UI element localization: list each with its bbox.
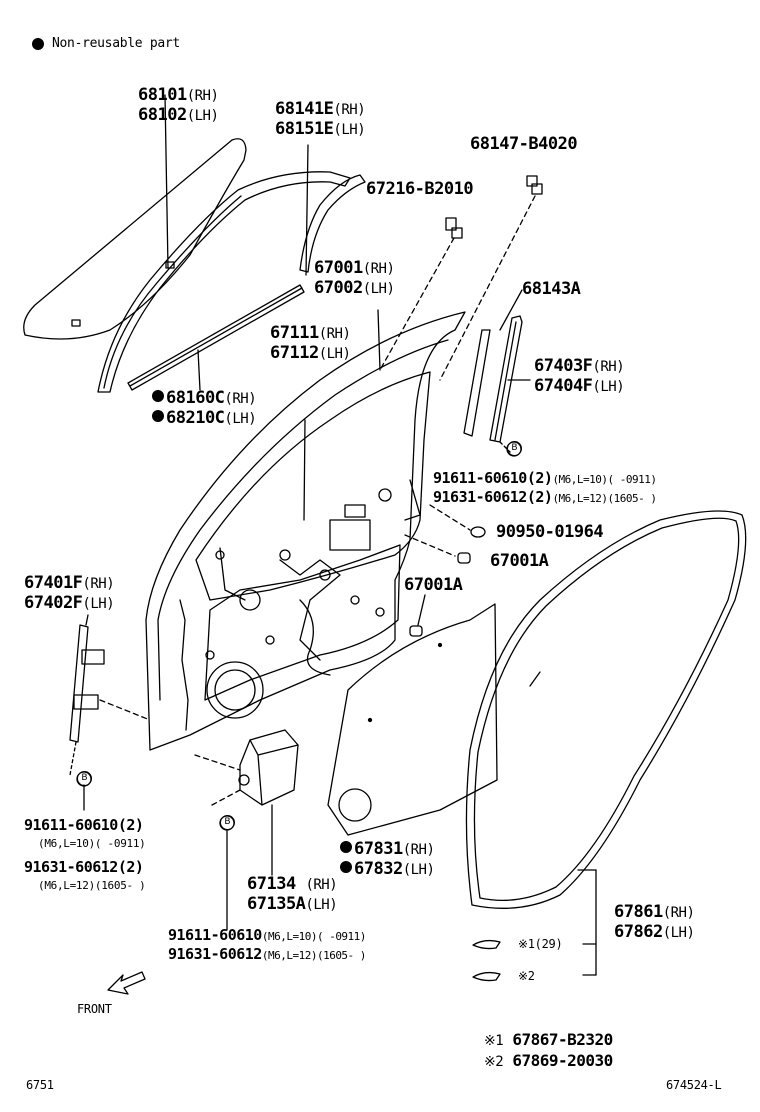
label-weatherstrip: 67861(RH) 67862(LH) xyxy=(614,902,695,942)
label-rear-frame: 67403F(RH) 67404F(LH) xyxy=(534,356,625,396)
legend-text: Non-reusable part xyxy=(52,36,180,51)
nonreusable-bullet-icon xyxy=(152,390,164,402)
grommet-part-a xyxy=(404,534,471,564)
front-arrow-icon xyxy=(107,971,146,995)
service-hole-cover xyxy=(327,603,498,836)
door-panel xyxy=(145,309,466,751)
door-weatherstrip xyxy=(465,510,747,976)
run-strip xyxy=(299,174,366,273)
nonreusable-bullet-icon xyxy=(340,841,352,853)
label-bolt-c2: 91631-60612(M6,L=12)(1605- ) xyxy=(168,945,366,963)
label-frame: 67111(RH) 67112(LH) xyxy=(270,323,351,363)
label-panel: 67001(RH) 67002(LH) xyxy=(314,258,395,298)
footer-left: 6751 xyxy=(26,1078,54,1092)
label-clip: 67216-B2010 xyxy=(366,179,474,199)
callout-b: B xyxy=(77,771,92,786)
label-glass: 68101(RH) 68102(LH) xyxy=(138,85,219,125)
label-grommet-a: 67001A xyxy=(490,551,549,571)
callout-b: B xyxy=(507,441,522,456)
clip-part xyxy=(379,217,463,371)
front-label: FRONT xyxy=(77,1002,112,1016)
nonreusable-bullet-icon xyxy=(152,410,164,422)
plug-part xyxy=(429,504,486,538)
label-clip2: ※2 xyxy=(518,969,535,983)
clip-icons xyxy=(472,939,501,982)
front-lower-frame xyxy=(69,614,151,811)
label-bolt-b2-spec: (M6,L=12)(1605- ) xyxy=(38,879,146,892)
callout-b-mid xyxy=(219,815,235,931)
label-service-cover: 67831(RH) 67832(LH) xyxy=(340,840,435,880)
door-guide xyxy=(194,729,299,876)
stopper-part xyxy=(439,175,543,381)
note-1: ※1 67867-B2320 xyxy=(484,1030,613,1049)
glass-run-channel xyxy=(97,144,351,393)
footer-right: 674524-L xyxy=(666,1078,722,1092)
door-glass xyxy=(23,94,247,340)
label-front-frame: 67401F(RH) 67402F(LH) xyxy=(24,573,115,613)
nonreusable-bullet-icon xyxy=(340,861,352,873)
label-belt-mold: 68160C(RH) 68210C(LH) xyxy=(152,389,257,429)
label-grommet-b: 67001A xyxy=(404,575,463,595)
label-bolt-b1: 91611-60610(2) xyxy=(24,816,144,834)
rear-channel xyxy=(463,289,531,453)
label-run-channel: 68141E(RH) 68151E(LH) xyxy=(275,99,366,139)
label-bolt-b2: 91631-60612(2) xyxy=(24,858,144,876)
label-bolt-a1: 91611-60610(2)(M6,L=10)( -0911) xyxy=(433,469,657,487)
label-bolt-b1-spec: (M6,L=10)( -0911) xyxy=(38,837,146,850)
label-bolt-a2: 91631-60612(2)(M6,L=12)(1605- ) xyxy=(433,488,657,506)
label-clip1: ※1(29) xyxy=(518,937,563,951)
label-rear-channel: 68143A xyxy=(522,279,581,299)
label-bolt-c1: 91611-60610(M6,L=10)( -0911) xyxy=(168,926,366,944)
label-stopper: 68147-B4020 xyxy=(470,134,578,154)
label-guide: 67134 (RH) 67135A(LH) xyxy=(247,874,338,914)
belt-molding xyxy=(127,284,305,391)
nonreusable-bullet-icon xyxy=(32,38,44,50)
callout-b: B xyxy=(220,815,235,830)
grommet-part-b xyxy=(409,594,426,637)
note-2: ※2 67869-20030 xyxy=(484,1051,613,1070)
label-plug: 90950-01964 xyxy=(496,522,604,542)
